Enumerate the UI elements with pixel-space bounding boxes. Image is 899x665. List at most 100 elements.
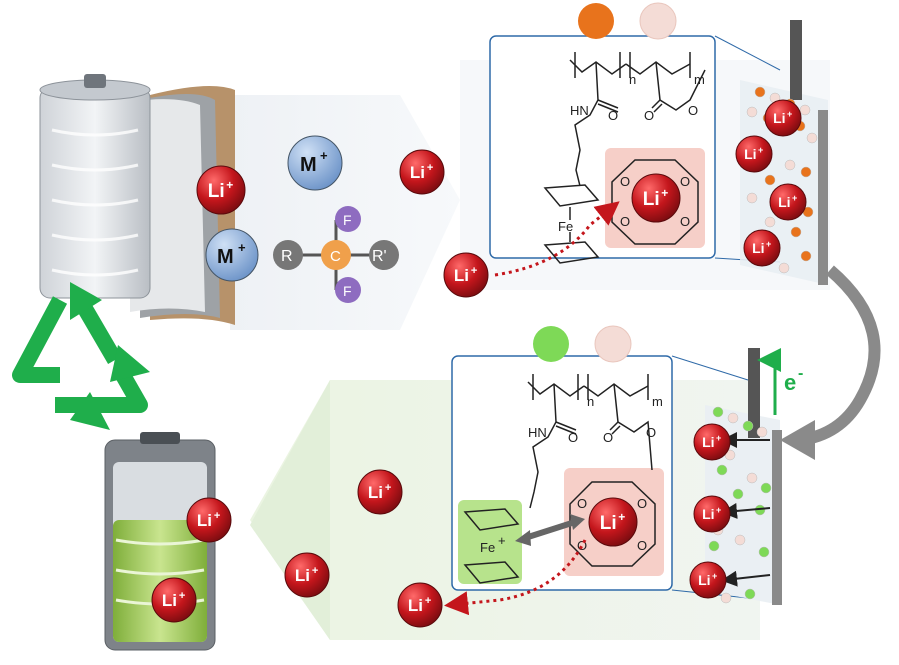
li-ion-lower-electrode-2: Li+ (693, 495, 731, 533)
svg-text:Li: Li (408, 596, 423, 615)
svg-text:O: O (620, 174, 630, 189)
pink-monomer-icon (639, 2, 677, 40)
f-atom-label-top: F (343, 212, 352, 228)
svg-text:e: e (784, 370, 796, 395)
svg-text:M: M (217, 246, 234, 268)
svg-text:+: + (712, 571, 717, 581)
svg-text:O: O (680, 214, 690, 229)
svg-text:O: O (577, 538, 587, 553)
li-ion-upper-electrode-1: Li+ (764, 99, 802, 137)
o-label-lower-3: O (646, 425, 656, 440)
svg-text:+: + (427, 162, 433, 174)
li-ion-new-battery-2: Li+ (151, 577, 197, 623)
svg-text:O: O (577, 496, 587, 511)
r-atom-label: R (281, 248, 293, 265)
svg-text:+: + (425, 595, 431, 607)
li-ion-upper-crown: Li+ (631, 173, 681, 223)
lower-polymer-structure (463, 374, 656, 584)
lower-arrowhead (250, 380, 330, 640)
svg-text:+: + (618, 510, 625, 524)
o-label-upper-2: O (644, 108, 654, 123)
svg-text:+: + (471, 265, 477, 277)
transfer-arrow (799, 265, 881, 446)
repulsion-arrow (524, 519, 576, 541)
o-label-lower-1: O (568, 430, 578, 445)
fe-label-upper: Fe (558, 219, 573, 234)
svg-text:Li: Li (410, 163, 425, 182)
li-ion-upper-free: Li+ (399, 149, 445, 195)
lower-electrode-particles (708, 406, 772, 604)
li-ion-lower-free-2: Li+ (284, 552, 330, 598)
m-ion-free: M + (287, 135, 343, 191)
release-path-arrow (444, 539, 587, 616)
svg-text:Li: Li (702, 506, 714, 522)
crown-oxygens-lower: O O O O (577, 496, 647, 553)
svg-text:Li: Li (773, 110, 785, 126)
o-label-upper-3: O (688, 103, 698, 118)
svg-text:O: O (637, 538, 647, 553)
crown-oxygens-upper: O O O O (620, 174, 690, 229)
svg-text:+: + (792, 193, 797, 203)
svg-text:Li: Li (643, 189, 660, 210)
c-atom-label: C (330, 248, 341, 265)
fe-plus-label: Fe + (480, 533, 506, 555)
svg-text:+: + (758, 145, 763, 155)
pink-monomer-icon-lower (594, 325, 632, 363)
li-ion-upper-electrode-2: Li+ (735, 135, 773, 173)
green-monomer-icon (533, 326, 569, 362)
o-label-upper-1: O (608, 108, 618, 123)
svg-text:Li: Li (208, 181, 225, 202)
li-ion-lower-crown: Li+ (588, 497, 638, 547)
li-ion-upper-electrode-4: Li+ (743, 229, 781, 267)
svg-text:Li: Li (197, 511, 212, 530)
svg-text:+: + (498, 533, 506, 548)
spent-battery (39, 74, 235, 325)
li-ion-spent-battery: Li+ (196, 165, 246, 215)
svg-text:+: + (385, 482, 391, 494)
lower-electrode-edge (772, 430, 782, 605)
fluorinated-additive: R R' C F F (273, 206, 399, 303)
li-ion-lower-released: Li+ (397, 582, 443, 628)
svg-text:O: O (680, 174, 690, 189)
svg-text:+: + (320, 148, 328, 163)
li-ion-upper-electrode-3: Li+ (769, 183, 807, 221)
li-ion-lower-electrode-1: Li+ (693, 423, 731, 461)
svg-text:Li: Li (744, 146, 756, 162)
svg-text:+: + (214, 510, 220, 522)
svg-text:Li: Li (162, 591, 177, 610)
li-ion-upper-incoming: Li+ (443, 252, 489, 298)
li-ion-lower-electrode-3: Li+ (689, 561, 727, 599)
nh-label-upper: HN (570, 103, 589, 118)
svg-text:Li: Li (702, 434, 714, 450)
svg-text:M: M (300, 154, 317, 176)
o-label-lower-2: O (603, 430, 613, 445)
svg-text:O: O (637, 496, 647, 511)
f-atom-label-bottom: F (343, 283, 352, 299)
capture-path-arrow (494, 201, 620, 277)
svg-text:+: + (312, 565, 318, 577)
svg-text:+: + (716, 505, 721, 515)
svg-text:Fe: Fe (480, 540, 495, 555)
m-subscript-upper: m (694, 72, 705, 87)
upper-polymer-structure (543, 52, 706, 264)
upper-current-collector (790, 20, 802, 100)
li-ion-lower-free-1: Li+ (357, 469, 403, 515)
svg-text:+: + (716, 433, 721, 443)
recycling-arrowheads (70, 282, 150, 430)
electron-label: e - (784, 365, 803, 395)
svg-text:-: - (798, 365, 803, 382)
orange-monomer-icon (578, 3, 614, 39)
svg-text:Li: Li (778, 194, 790, 210)
svg-text:+: + (226, 178, 233, 192)
svg-text:Li: Li (368, 483, 383, 502)
transfer-arrowhead (780, 420, 815, 460)
svg-text:Li: Li (698, 572, 710, 588)
r-prime-atom-label: R' (372, 248, 387, 265)
svg-text:Li: Li (295, 566, 310, 585)
svg-text:Li: Li (600, 513, 617, 534)
svg-text:Li: Li (752, 240, 764, 256)
svg-text:+: + (238, 240, 246, 255)
svg-text:+: + (766, 239, 771, 249)
n-subscript-lower: n (587, 394, 594, 409)
